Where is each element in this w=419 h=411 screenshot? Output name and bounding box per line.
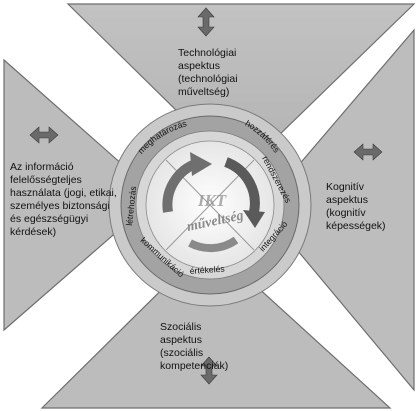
double-arrow-icon	[197, 7, 215, 37]
top-aspect-panel	[66, 3, 416, 174]
double-arrow-icon	[353, 143, 383, 161]
top-aspect-text: Technológiai aspektus (technológiai műve…	[178, 47, 240, 98]
bottom-aspect-text: Szociális aspektus (szociális kompetenci…	[160, 321, 228, 372]
cycle-arrows-icon	[162, 152, 265, 253]
ring-label-ertekeles: értékelés	[189, 264, 224, 276]
left-aspect-text: Az információ felelősségteljes használat…	[10, 161, 120, 238]
bottom-aspect-panel	[40, 242, 392, 409]
left-aspect-panel	[3, 58, 159, 332]
right-aspect-panel	[261, 28, 415, 392]
ring-label-letrehozas: létrehozás	[124, 186, 138, 226]
double-arrow-icon	[29, 126, 59, 144]
right-aspect-text: Kognitív aspektus (kognitív képességek)	[326, 181, 386, 232]
center-title-line1: IKT	[197, 191, 227, 210]
double-arrow-icon	[200, 356, 218, 385]
